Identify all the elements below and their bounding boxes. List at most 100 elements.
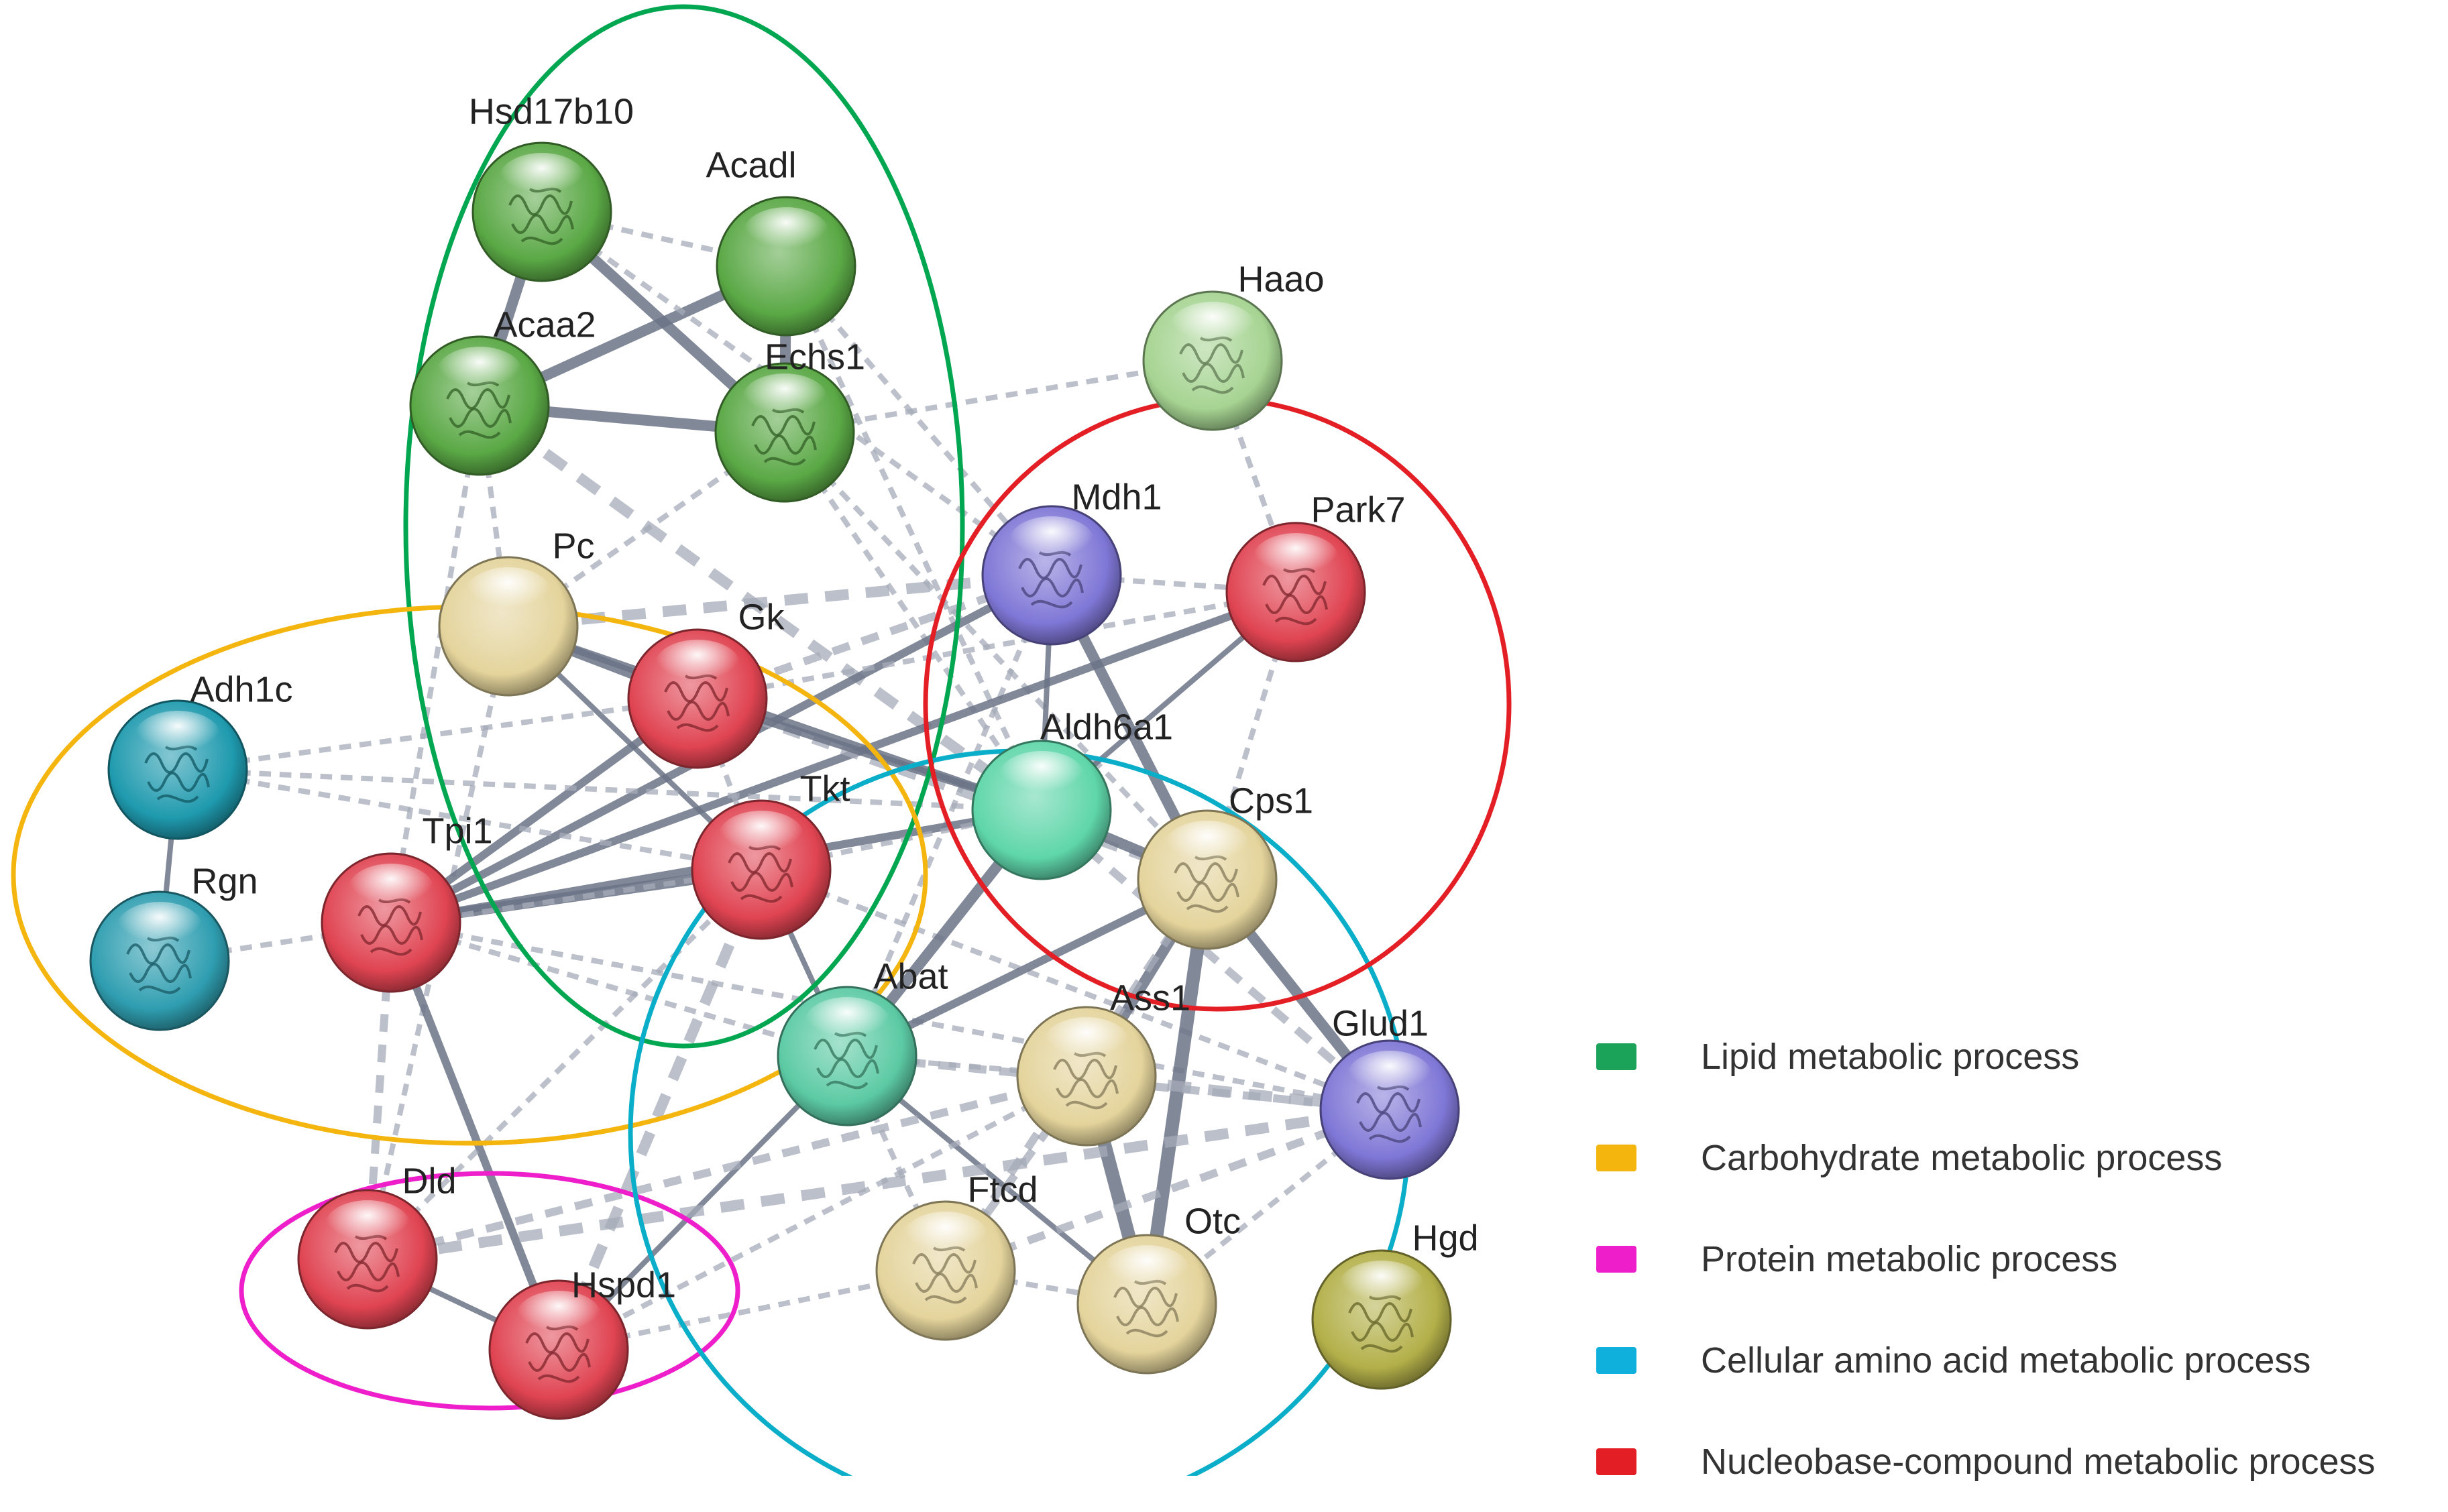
node-highlight	[1347, 1051, 1433, 1102]
edge-dld-ass1	[366, 1072, 1088, 1263]
legend-label-nucleobase: Nucleobase-compound metabolic process	[1701, 1441, 2376, 1482]
node-label: Haao	[1237, 259, 1324, 299]
node-highlight	[655, 640, 740, 691]
legend-item-amino-acid: Cellular amino acid metabolic process	[1596, 1310, 2441, 1411]
node-adh1c[interactable]: Adh1c	[107, 669, 293, 840]
node-highlight	[348, 864, 434, 915]
node-label: Rgn	[191, 861, 258, 901]
legend-item-nucleobase: Nucleobase-compound metabolic process	[1596, 1411, 2441, 1512]
node-highlight	[135, 711, 221, 762]
legend-swatch-amino-acid	[1596, 1346, 1636, 1374]
node-ftcd[interactable]: Ftcd	[875, 1169, 1038, 1341]
node-label: Hspd1	[571, 1265, 676, 1305]
node-label: Gk	[738, 597, 785, 637]
node-label: Pc	[552, 526, 594, 566]
edge-mdh1-abat	[844, 574, 1054, 1057]
edge-echs1-haao	[784, 358, 1213, 435]
node-highlight	[743, 207, 829, 258]
node-label: Hsd17b10	[469, 91, 634, 131]
node-highlight	[1339, 1261, 1425, 1312]
node-abat[interactable]: Abat	[777, 956, 948, 1126]
node-label: Otc	[1184, 1201, 1241, 1241]
legend-item-protein: Protein metabolic process	[1596, 1208, 2441, 1310]
node-park7[interactable]: Park7	[1225, 489, 1406, 662]
node-label: Hgd	[1412, 1218, 1478, 1258]
node-mdh1[interactable]: Mdh1	[981, 477, 1162, 646]
node-echs1[interactable]: Echs1	[714, 337, 865, 503]
edge-tpi1-hspd1	[387, 921, 563, 1352]
node-label: Acaa2	[493, 304, 596, 345]
node-highlight	[465, 567, 551, 618]
edge-tpi1-abat	[390, 920, 848, 1059]
node-gk[interactable]: Gk	[627, 597, 785, 769]
node-pc[interactable]: Pc	[438, 526, 595, 697]
node-highlight	[999, 751, 1084, 802]
edge-park7-tpi1	[389, 588, 1298, 927]
legend-swatch-nucleobase	[1596, 1448, 1636, 1475]
edge-cps1-otc	[1140, 878, 1214, 1305]
node-label: Ass1	[1110, 978, 1190, 1018]
node-highlight	[1164, 821, 1250, 872]
legend-label-lipid: Lipid metabolic process	[1701, 1036, 2080, 1077]
node-highlight	[1044, 1017, 1129, 1068]
node-highlight	[804, 997, 890, 1048]
node-highlight	[718, 811, 804, 862]
edge-ass1-hspd1	[557, 1073, 1088, 1352]
legend-swatch-protein	[1596, 1245, 1636, 1273]
node-highlight	[1009, 516, 1095, 567]
edge-acaa2-tpi1	[388, 405, 482, 923]
node-hsd17b10[interactable]: Hsd17b10	[469, 91, 634, 282]
legend-swatch-lipid	[1596, 1043, 1636, 1070]
node-highlight	[516, 1291, 602, 1342]
edge-adh1c-gk	[177, 696, 698, 772]
edge-tkt-glud1	[760, 867, 1391, 1112]
legend-item-carbohydrate: Carbohydrate metabolic process	[1596, 1107, 2441, 1208]
node-dld[interactable]: Dld	[297, 1161, 457, 1330]
node-label: Acadl	[706, 145, 796, 185]
node-glud1[interactable]: Glud1	[1319, 1003, 1460, 1180]
node-acaa2[interactable]: Acaa2	[409, 304, 596, 476]
node-label: Aldh6a1	[1040, 707, 1173, 747]
edge-aldh6a1-glud1	[1039, 807, 1392, 1113]
node-label: Cps1	[1229, 780, 1313, 821]
node-label: Tkt	[800, 768, 850, 809]
edge-echs1-aldh6a1	[782, 430, 1044, 812]
node-label: Park7	[1311, 489, 1405, 530]
node-haao[interactable]: Haao	[1142, 259, 1325, 431]
edge-adh1c-tkt	[177, 767, 762, 872]
edge-dld-tkt	[366, 868, 763, 1261]
legend: Lipid metabolic process Carbohydrate met…	[1596, 1006, 2441, 1512]
node-label: Abat	[873, 956, 948, 996]
node-highlight	[117, 902, 203, 953]
node-cps1[interactable]: Cps1	[1137, 780, 1313, 950]
node-label: Adh1c	[190, 669, 292, 709]
node-ass1[interactable]: Ass1	[1016, 978, 1190, 1147]
node-label: Echs1	[765, 337, 865, 377]
edge-glud1-dld	[366, 1104, 1391, 1265]
edge-tpi1-glud1	[390, 920, 1390, 1112]
node-tkt[interactable]: Tkt	[691, 768, 850, 940]
cluster-protein	[239, 1171, 740, 1411]
cluster-lipid	[403, 4, 965, 1049]
legend-label-amino-acid: Cellular amino acid metabolic process	[1701, 1340, 2311, 1381]
node-otc[interactable]: Otc	[1076, 1201, 1241, 1375]
node-label: Dld	[402, 1161, 456, 1201]
node-acadl[interactable]: Acadl	[706, 145, 856, 337]
node-hgd[interactable]: Hgd	[1311, 1218, 1479, 1390]
edge-adh1c-aldh6a1	[177, 767, 1042, 813]
node-highlight	[1170, 302, 1256, 353]
node-rgn[interactable]: Rgn	[89, 861, 258, 1031]
node-highlight	[903, 1212, 989, 1263]
node-label: Glud1	[1332, 1003, 1429, 1043]
node-highlight	[499, 153, 585, 204]
node-tpi1[interactable]: Tpi1	[321, 811, 493, 993]
node-hspd1[interactable]: Hspd1	[488, 1265, 676, 1420]
node-aldh6a1[interactable]: Aldh6a1	[971, 707, 1173, 880]
edge-glud1-ftcd	[944, 1106, 1392, 1275]
node-label: Ftcd	[967, 1169, 1038, 1210]
node-highlight	[1253, 533, 1339, 584]
legend-label-protein: Protein metabolic process	[1701, 1238, 2118, 1279]
node-highlight	[325, 1200, 410, 1251]
